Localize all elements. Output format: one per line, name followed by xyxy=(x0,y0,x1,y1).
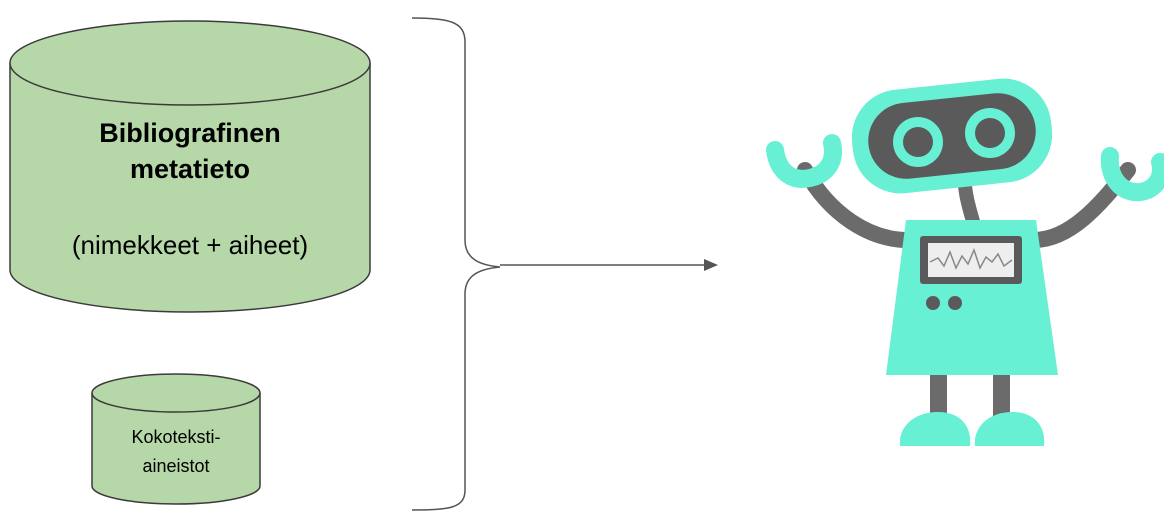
arrow-icon xyxy=(500,259,718,271)
brace-icon xyxy=(411,17,501,511)
big-db-subtitle: (nimekkeet + aiheet) xyxy=(72,230,308,260)
small-db-label-line1: Kokoteksti- xyxy=(131,427,220,447)
big-db-title-line1: Bibliografinen xyxy=(99,118,281,148)
big-database-icon xyxy=(9,20,371,313)
small-database-icon xyxy=(91,373,261,505)
robot-icon xyxy=(766,78,1164,446)
big-db-title-line2: metatieto xyxy=(130,154,250,184)
small-db-label-line2: aineistot xyxy=(142,456,209,476)
